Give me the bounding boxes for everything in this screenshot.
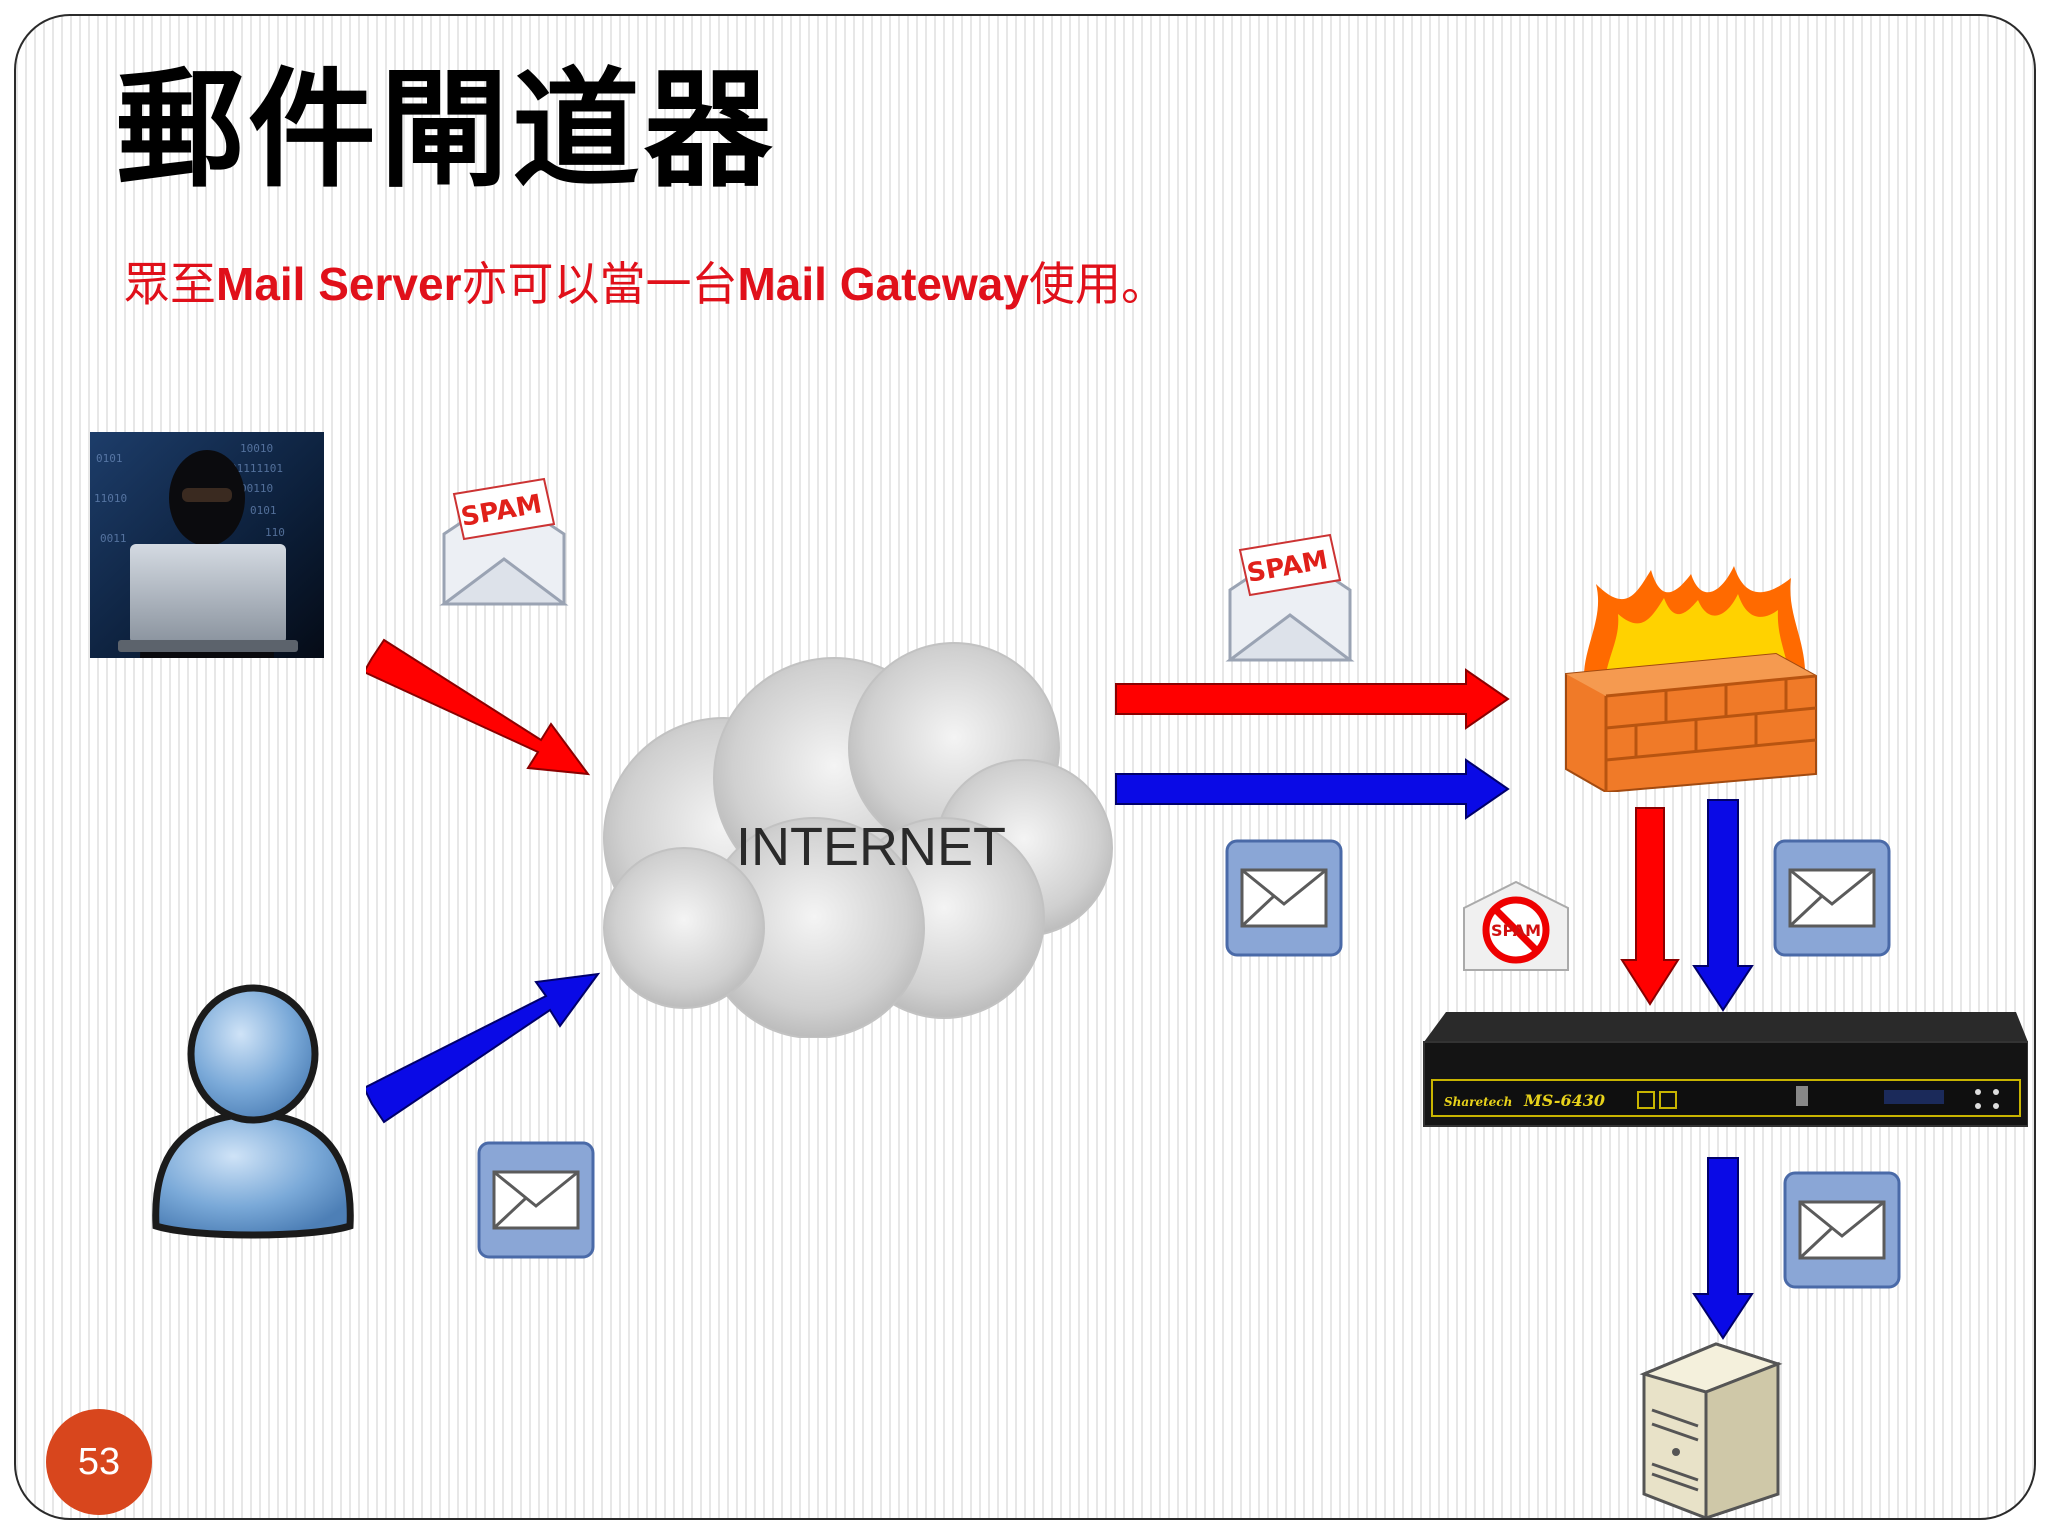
mail-icon [1783, 1171, 1901, 1289]
mail-arrow [1692, 799, 1754, 1012]
user-icon [152, 984, 354, 1239]
spam-arrow [1620, 807, 1680, 1006]
spam-envelope-icon: SPAM [439, 477, 569, 606]
subtitle-part5: 使用。 [1028, 257, 1167, 311]
spam-envelope-icon: SPAM [1225, 533, 1355, 662]
svg-text:0101: 0101 [96, 452, 123, 465]
subtitle-part3: 亦可以當一台 [461, 257, 738, 311]
svg-text:01111101: 01111101 [230, 462, 283, 475]
svg-text:0011: 0011 [100, 532, 127, 545]
hacker-photo: 10010 01111101 00110 0101 110 0101 11010 001… [90, 432, 324, 658]
spam-arrow [366, 638, 591, 776]
page-number-badge: 53 [46, 1409, 152, 1515]
subtitle-part4: Mail Gateway [737, 258, 1029, 310]
svg-text:0101: 0101 [250, 504, 277, 517]
device-model: MS-6430 [1523, 1091, 1605, 1110]
internet-cloud [603, 642, 1113, 1038]
svg-text:110: 110 [265, 526, 285, 539]
device-brand: Sharetech [1444, 1095, 1512, 1109]
mail-arrow [366, 972, 601, 1124]
svg-text:11010: 11010 [94, 492, 127, 505]
firewall-icon [1565, 566, 1817, 792]
mail-icon [1225, 839, 1343, 957]
no-spam-label: SPAM [1491, 921, 1541, 940]
spam-arrow [1115, 668, 1510, 730]
subtitle-part1: 眾至 [124, 257, 216, 311]
internet-label: INTERNET [736, 817, 1006, 877]
slide-subtitle: 眾至Mail Server亦可以當一台Mail Gateway使用。 [124, 256, 1167, 312]
svg-text:10010: 10010 [240, 442, 273, 455]
mail-gateway-device: Sharetech MS-6430 [1423, 1012, 2028, 1127]
svg-text:00110: 00110 [240, 482, 273, 495]
slide-title: 郵件閘道器 [116, 56, 777, 205]
slide: 郵件閘道器 眾至Mail Server亦可以當一台Mail Gateway使用。… [14, 14, 2036, 1520]
mail-icon [477, 1141, 595, 1259]
mail-arrow [1692, 1157, 1754, 1340]
no-spam-icon: SPAM [1463, 880, 1569, 971]
mail-arrow [1115, 758, 1510, 820]
subtitle-part2: Mail Server [216, 258, 462, 310]
mail-server-icon [1639, 1342, 1783, 1518]
mail-icon [1773, 839, 1891, 957]
